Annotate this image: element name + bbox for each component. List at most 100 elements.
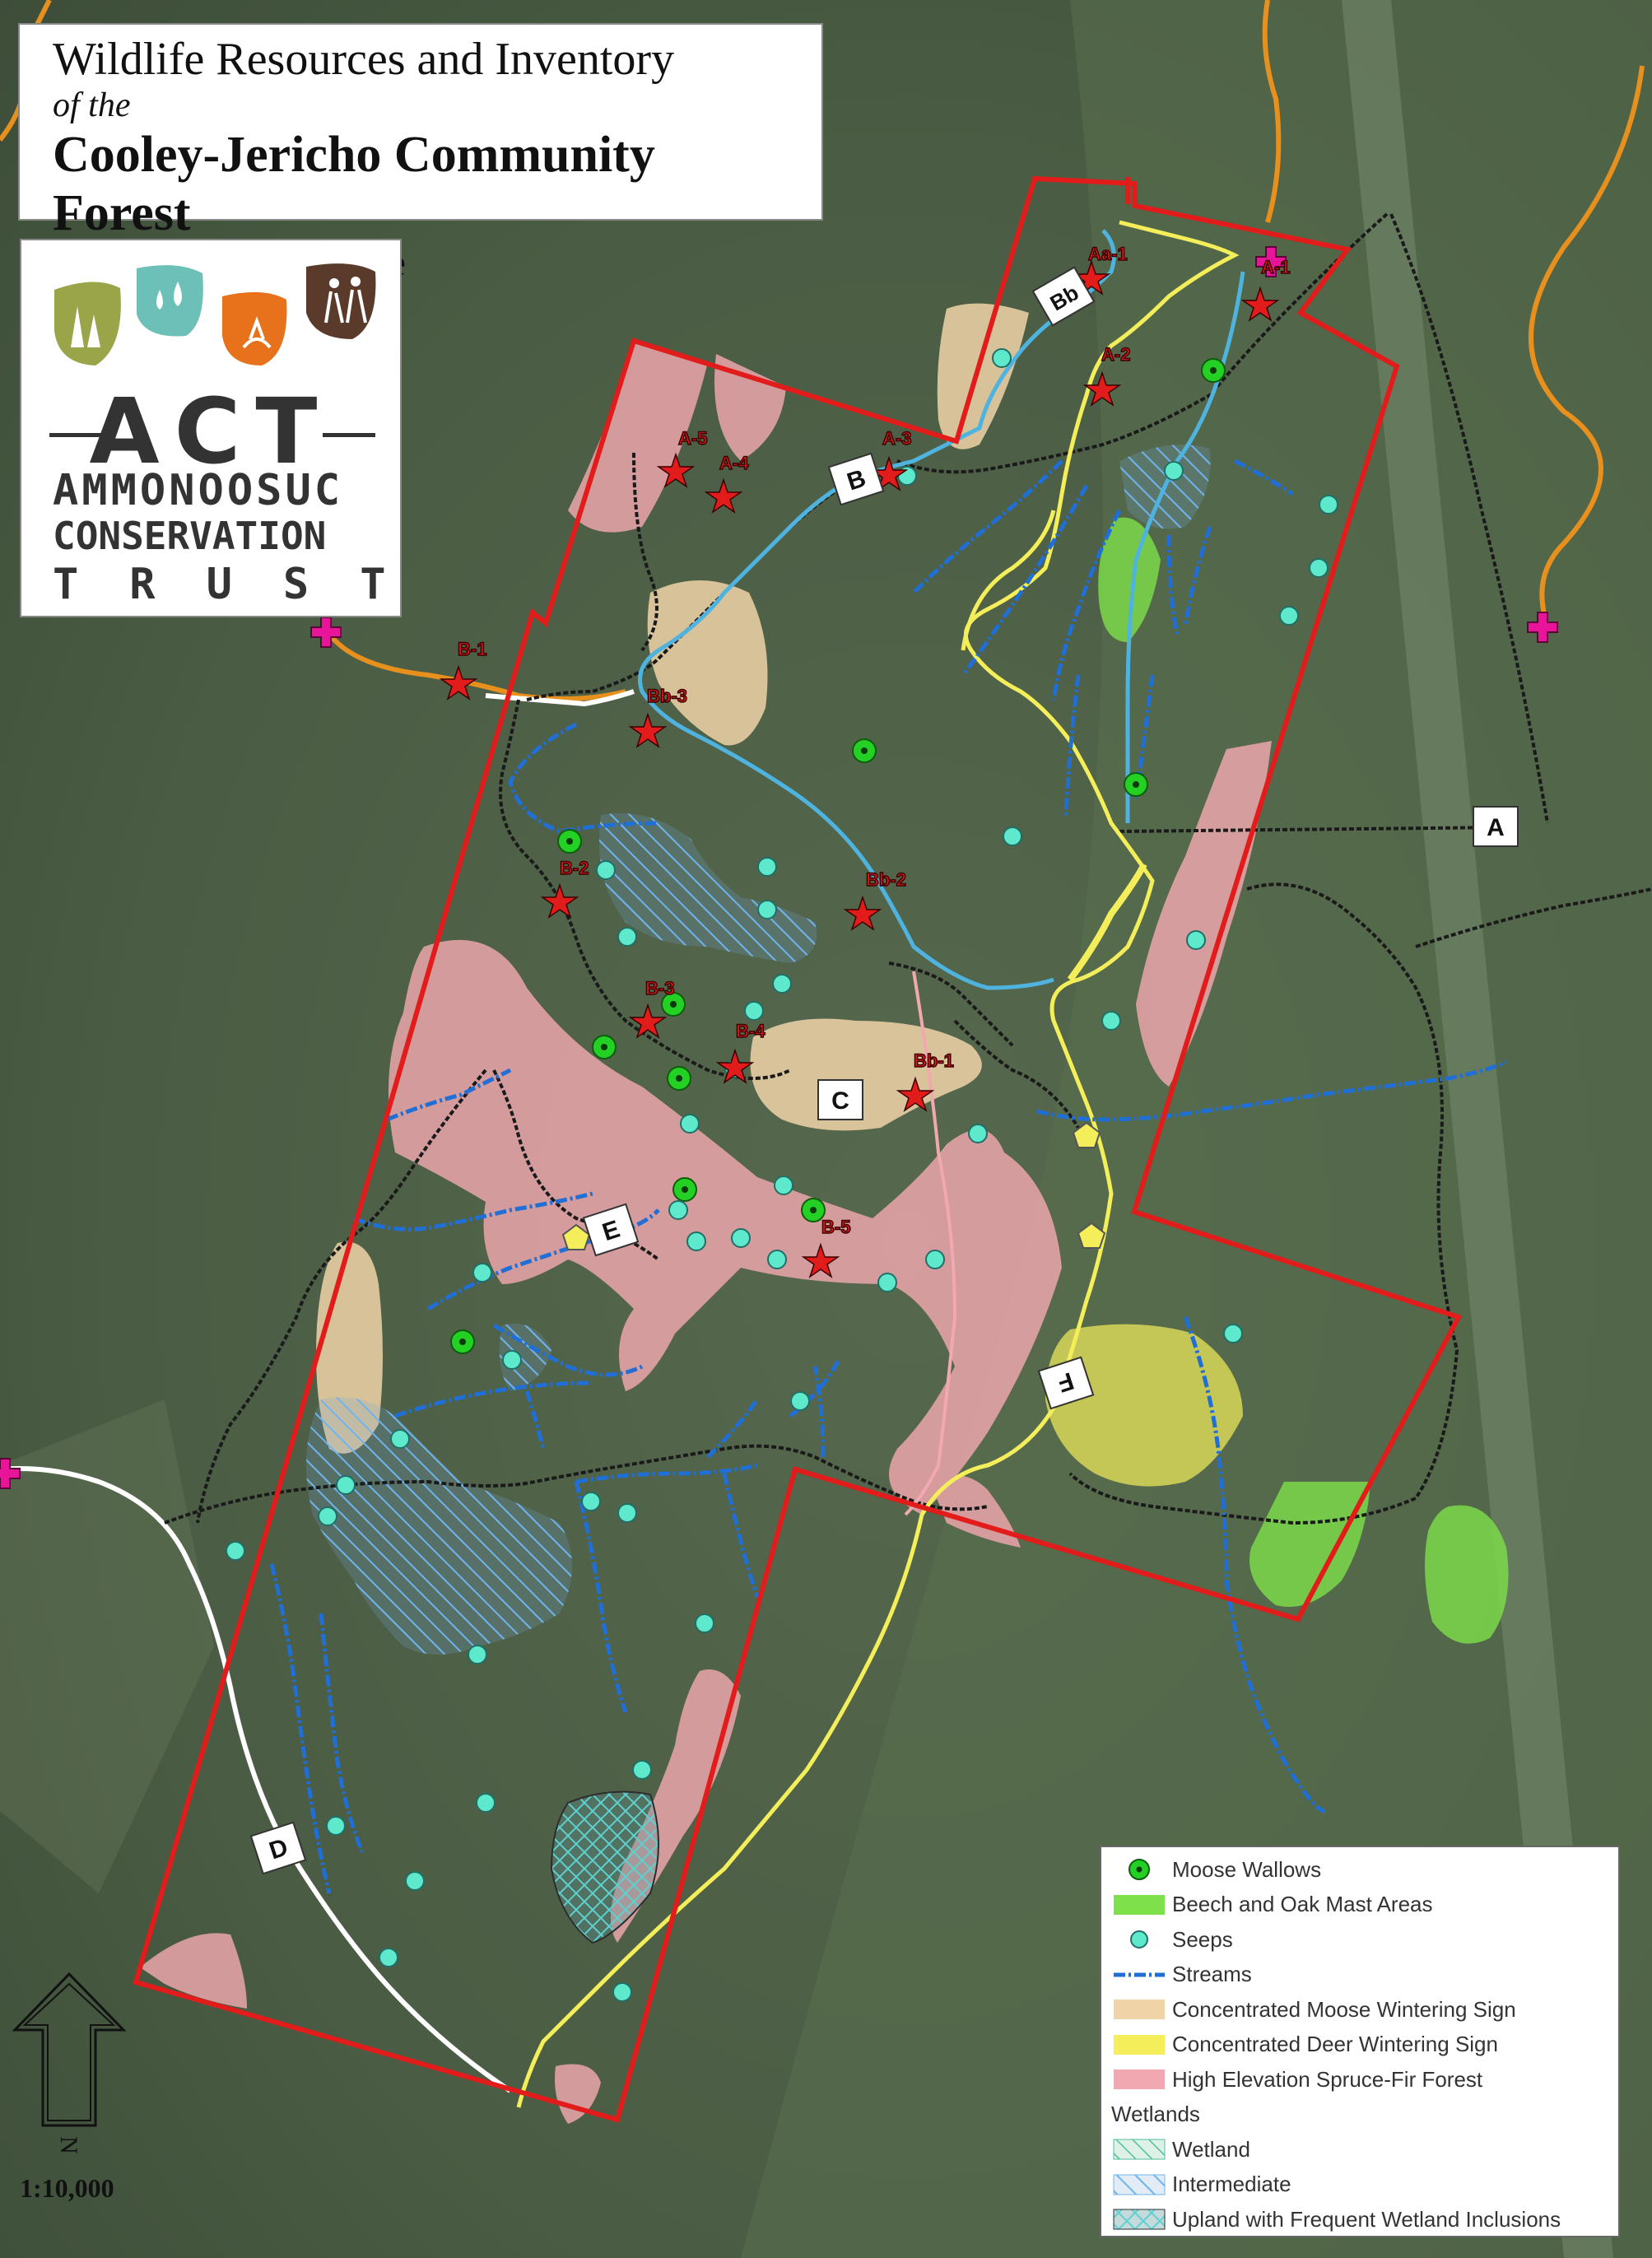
seep: [1186, 930, 1206, 950]
legend-label: Concentrated Deer Wintering Sign: [1172, 2032, 1498, 2057]
block-label-C[interactable]: C: [817, 1079, 863, 1120]
logo-rule-left: [49, 433, 102, 437]
moose-wallow: [450, 1329, 475, 1354]
inventory-points: Aa-1 A-1 A-2 A-3 A-4 A-5 B-1 Bb-3 B-2 Bb…: [439, 243, 1291, 1278]
block-label-E[interactable]: E: [582, 1203, 640, 1257]
seep: [1223, 1324, 1243, 1343]
block-label-F[interactable]: F: [1037, 1356, 1095, 1410]
pink-trail: [904, 971, 957, 1516]
moose-wallow: [852, 738, 877, 763]
access-marker: [0, 1458, 21, 1489]
block-labels: A B Bb C D E F: [249, 266, 1519, 1875]
point-label: A-5: [678, 428, 707, 449]
moose-wallow: [1201, 358, 1226, 383]
block-label-text: C: [831, 1087, 849, 1115]
block-label-D[interactable]: D: [249, 1821, 307, 1875]
legend-item-deer-winter: Concentrated Deer Wintering Sign: [1106, 2028, 1618, 2063]
seep: [472, 1263, 492, 1283]
seep: [502, 1350, 522, 1370]
logo-icons: [54, 263, 376, 365]
seep: [581, 1492, 601, 1511]
point-B-2[interactable]: B-2: [540, 857, 589, 919]
point-B-1[interactable]: B-1: [439, 638, 487, 701]
seep: [1003, 826, 1022, 846]
point-A-1[interactable]: A-1: [1240, 256, 1291, 322]
deer-wintering-icon: [1114, 2034, 1165, 2055]
seep: [318, 1506, 337, 1526]
north-arrow-icon: [12, 1972, 127, 2127]
map-legend: Moose Wallows Beech and Oak Mast Areas S…: [1100, 1846, 1620, 2237]
point-Bb-1[interactable]: Bb-1: [896, 1050, 955, 1112]
seep: [744, 1001, 764, 1021]
moose-wallow: [557, 829, 582, 854]
legend-label: Streams: [1172, 1962, 1252, 1987]
moose-wintering-icon: [1114, 2000, 1165, 2020]
point-label: Aa-1: [1088, 244, 1128, 264]
seep: [612, 1982, 632, 2002]
seep: [731, 1228, 751, 1248]
moose-wallow-icon: [1128, 1859, 1150, 1881]
title-panel: Wildlife Resources and Inventory of the …: [18, 23, 823, 283]
legend-wetlands-header-row: Wetlands: [1106, 2097, 1618, 2133]
point-A-4[interactable]: A-4: [704, 452, 750, 514]
upland-wetland-inclusions: [550, 1790, 659, 1944]
yellow-trail: [516, 220, 1240, 2108]
point-A-2[interactable]: A-2: [1082, 343, 1131, 407]
map-scale: 1:10,000: [20, 2173, 114, 2203]
point-label: B-4: [736, 1021, 766, 1041]
point-B-3[interactable]: B-3: [628, 977, 675, 1039]
legend-item-spruce-fir: High Elevation Spruce-Fir Forest: [1106, 2062, 1618, 2097]
seep-icon: [1130, 1930, 1148, 1949]
deer-wintering-area: [1045, 1324, 1243, 1487]
point-A-3[interactable]: A-3: [869, 427, 912, 491]
seep: [596, 860, 616, 880]
seep: [1319, 495, 1338, 514]
property-boundary: [133, 175, 1463, 2123]
point-B-4[interactable]: B-4: [715, 1020, 766, 1084]
seep: [468, 1645, 487, 1664]
seep: [336, 1475, 356, 1495]
upland-wetland-icon: [1113, 2209, 1166, 2230]
point-Bb-3[interactable]: Bb-3: [628, 685, 688, 748]
block-label-B[interactable]: B: [827, 452, 885, 506]
point-B-5[interactable]: B-5: [801, 1216, 851, 1278]
block-label-A[interactable]: A: [1473, 806, 1519, 847]
seep: [680, 1114, 700, 1134]
wetland-icon: [1113, 2139, 1166, 2160]
moose-wallow: [1124, 772, 1148, 797]
seep: [1101, 1011, 1121, 1031]
seep: [476, 1793, 496, 1813]
point-label: A-3: [882, 428, 911, 449]
legend-label: Wetland: [1172, 2136, 1250, 2162]
legend-label: Moose Wallows: [1172, 1856, 1322, 1882]
moose-wallow-points: [450, 358, 1226, 1354]
point-Aa-1[interactable]: Aa-1: [1072, 243, 1128, 296]
point-label: B-2: [560, 858, 589, 878]
legend-label: High Elevation Spruce-Fir Forest: [1172, 2066, 1483, 2092]
block-label-Bb[interactable]: Bb: [1031, 266, 1096, 327]
seep: [326, 1816, 346, 1836]
map-title: Cooley-Jericho Community Forest: [53, 126, 655, 241]
white-roads: [0, 689, 635, 2093]
seep: [686, 1231, 706, 1251]
mast-area-icon: [1114, 1894, 1165, 1915]
deer-sign-points: [561, 1121, 1106, 1250]
point-Bb-2[interactable]: Bb-2: [843, 868, 907, 931]
legend-label: Upland with Frequent Wetland Inclusions: [1172, 2206, 1561, 2232]
seep: [632, 1760, 652, 1780]
seep: [992, 348, 1012, 368]
moose-wallow: [672, 1177, 697, 1202]
seep: [877, 1273, 897, 1292]
legend-label: Concentrated Moose Wintering Sign: [1172, 1996, 1516, 2022]
point-label: Bb-3: [647, 686, 687, 706]
seep: [668, 1200, 688, 1220]
logo-acronym: ACT: [89, 379, 333, 484]
seep: [1309, 558, 1329, 578]
point-label: A-2: [1101, 344, 1130, 365]
mast-areas: [1098, 517, 1509, 1644]
legend-item-streams: Streams: [1106, 1958, 1618, 1993]
point-label: B-5: [821, 1217, 850, 1237]
deer-sign-point: [1072, 1121, 1101, 1148]
point-A-5[interactable]: A-5: [656, 427, 708, 488]
